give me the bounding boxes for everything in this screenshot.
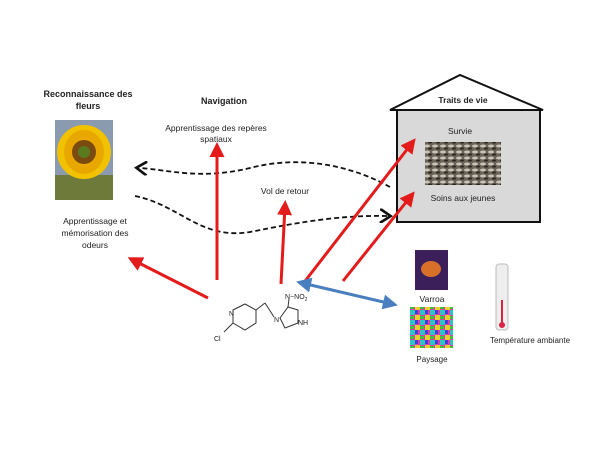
chem-n-imid: N — [274, 317, 279, 324]
landscape-label: Paysage — [416, 355, 448, 364]
varroa-label: Varroa — [420, 294, 445, 304]
arrow-to-odor — [127, 257, 209, 300]
landmarks-label-2: spatiaux — [200, 134, 232, 144]
odor-label: Apprentissage et — [63, 216, 127, 226]
landscape-image — [410, 307, 453, 348]
varroa-image — [415, 250, 448, 290]
navigation-title: Navigation — [201, 96, 247, 106]
odor-label-3: odeurs — [82, 240, 108, 250]
dashed-path-to-hive — [134, 195, 387, 235]
thermometer-icon — [495, 263, 509, 331]
interaction-arrow — [296, 277, 398, 310]
chem-nh: NH — [298, 320, 308, 327]
survival-label: Survie — [448, 126, 472, 136]
flower-title: Reconnaissance des — [43, 89, 132, 99]
return-flight-label: Vol de retour — [261, 186, 309, 196]
brood-care-label: Soins aux jeunes — [431, 193, 496, 203]
dashed-path-to-flower — [140, 162, 391, 188]
chem-n-ring: N — [229, 311, 234, 318]
landmarks-label: Apprentissage des repères — [165, 123, 267, 133]
life-traits-title: Traits de vie — [438, 95, 487, 105]
sunflower-image — [55, 120, 113, 200]
flower-title-2: fleurs — [76, 101, 101, 111]
arrow-to-survival — [300, 138, 416, 286]
arrow-to-return-flight — [277, 200, 293, 285]
chem-n-no2: N−NO2 — [285, 294, 308, 303]
odor-label-2: mémorisation des — [61, 228, 128, 238]
bees-image — [425, 142, 501, 185]
chem-cl: Cl — [214, 336, 221, 343]
temperature-label: Température ambiante — [490, 336, 571, 345]
imidacloprid-molecule — [223, 298, 299, 333]
arrow-to-brood-care — [341, 191, 415, 282]
